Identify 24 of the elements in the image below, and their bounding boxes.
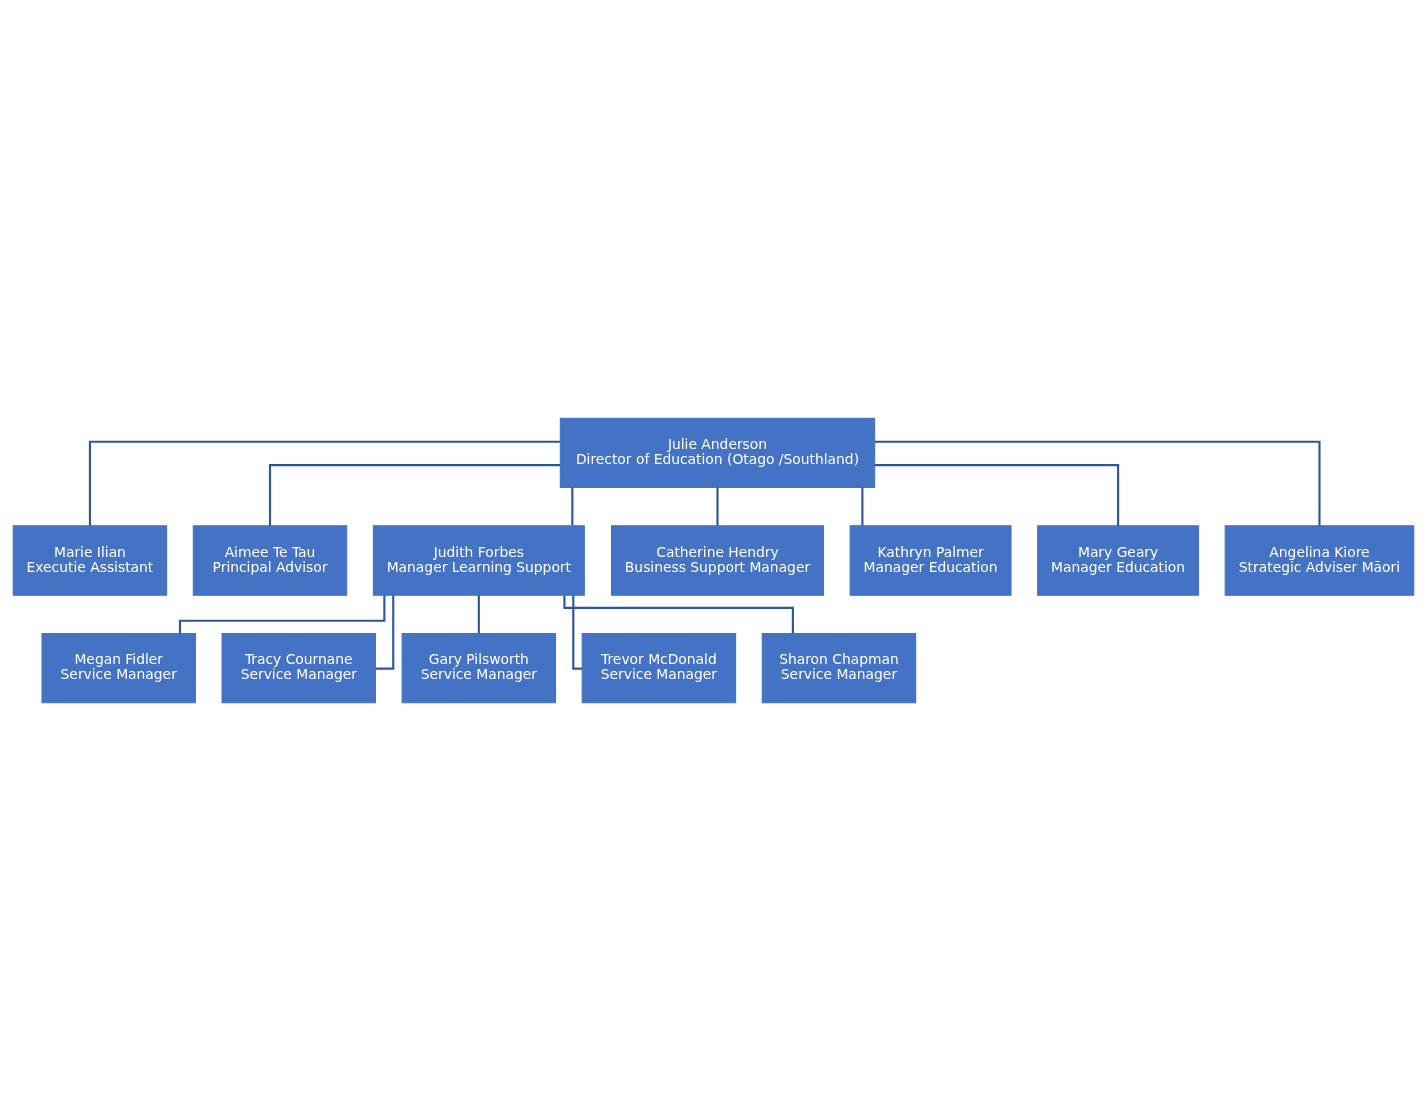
node-box: Kathryn Palmer Manager Education <box>849 524 1012 596</box>
connector <box>477 594 480 633</box>
connector <box>861 487 864 526</box>
node-box: Aimee Te Tau Principal Advisor <box>192 524 348 596</box>
node-box: Mary Geary Manager Education <box>1037 524 1200 596</box>
connector <box>563 594 794 633</box>
node-box: Marie Ilian Executie Assistant <box>12 524 168 596</box>
connector <box>88 440 560 526</box>
connector <box>572 594 583 670</box>
connector <box>874 463 1120 526</box>
node-box: Trevor McDonald Service Manager <box>581 632 737 703</box>
node-box: Catherine Hendry Business Support Manager <box>610 524 825 596</box>
node-box: Sharon Chapman Service Manager <box>761 632 917 703</box>
connector <box>874 440 1321 526</box>
node-box: Angelina Kiore Strategic Adviser Māori <box>1224 524 1415 596</box>
connector <box>178 594 386 633</box>
connector <box>268 463 561 526</box>
node-box: Megan Fidler Service Manager <box>41 632 196 703</box>
node-box: Gary Pilsworth Service Manager <box>401 632 557 703</box>
connector <box>571 487 574 526</box>
node-box: Judith Forbes Manager Learning Support <box>372 524 585 596</box>
node-box: Tracy Cournane Service Manager <box>221 632 376 703</box>
connector <box>716 487 719 526</box>
node-box: Julie Anderson Director of Education (Otago /Southland) <box>559 417 876 488</box>
